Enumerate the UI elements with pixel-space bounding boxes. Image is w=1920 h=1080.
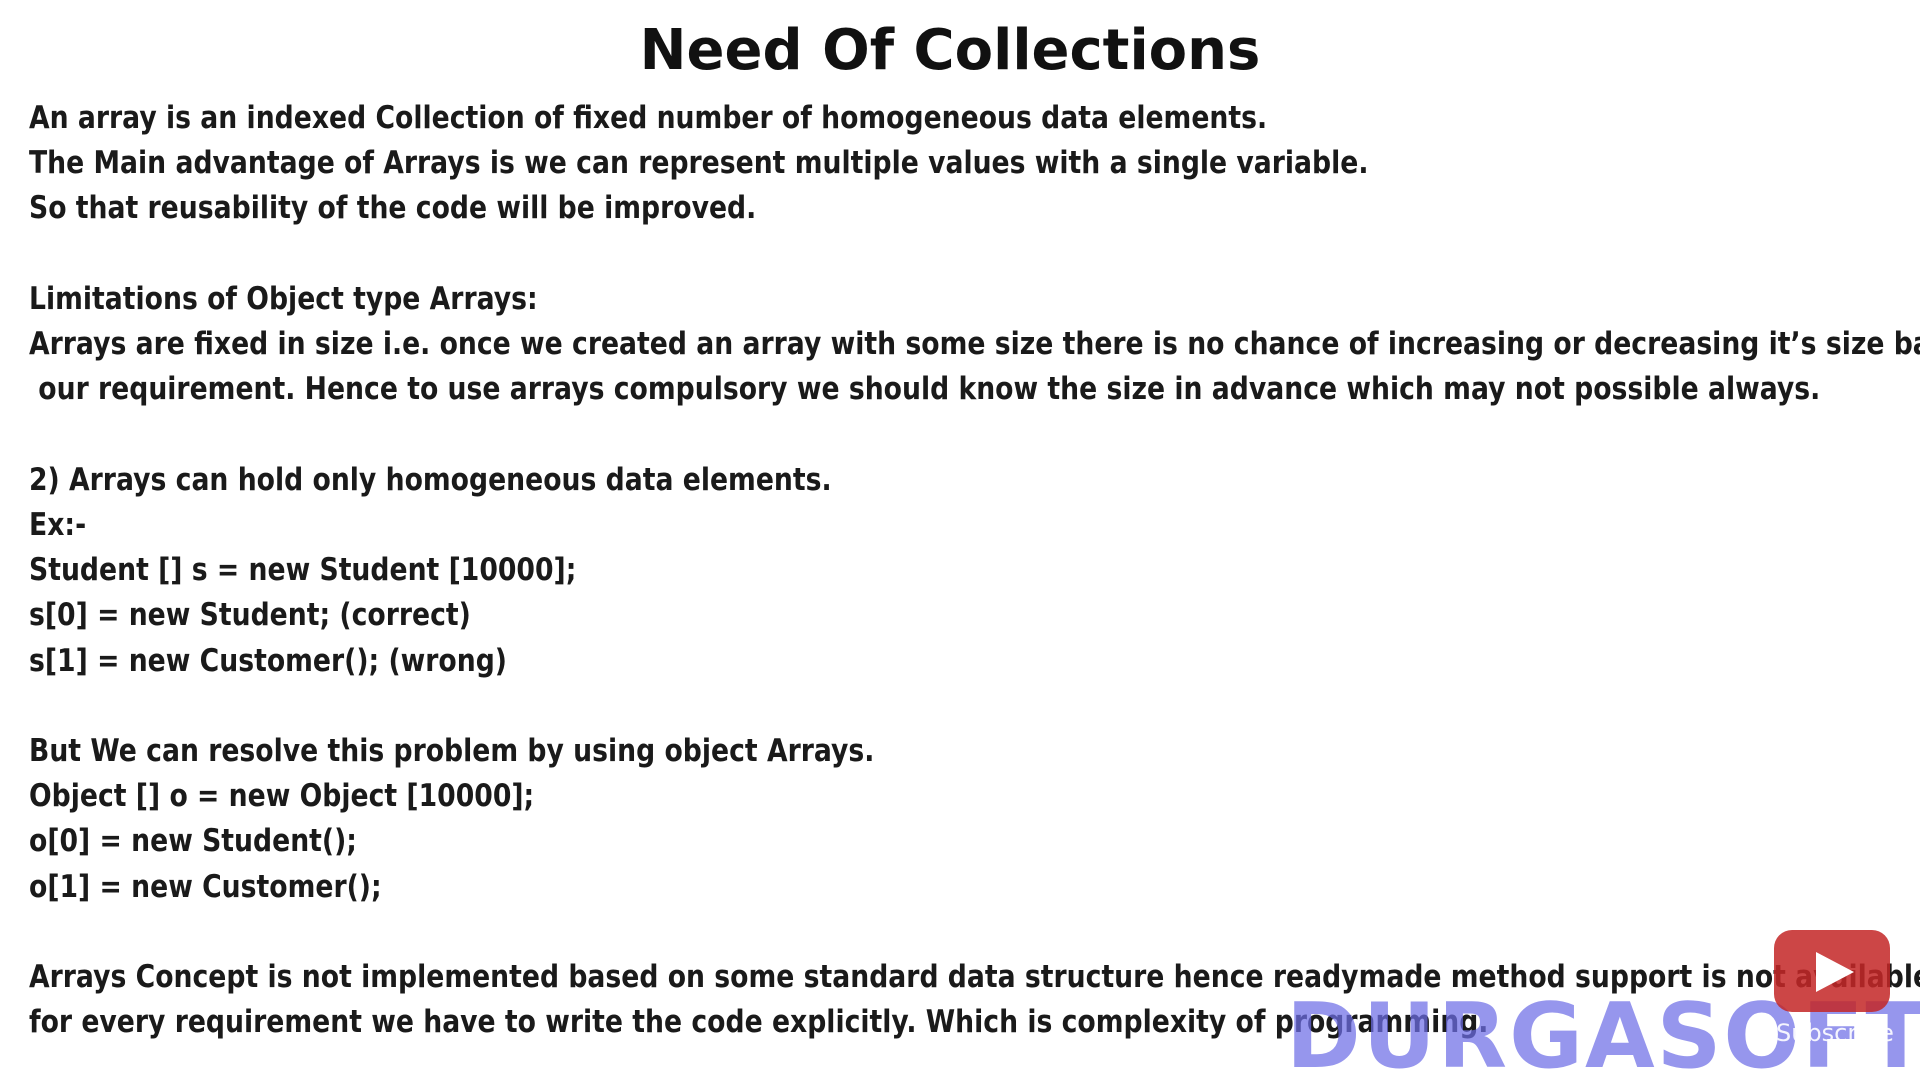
- code-line-object-customer: o[1] = new Customer();: [29, 869, 382, 905]
- subscribe-label[interactable]: Subscribe: [1776, 1019, 1894, 1047]
- text-line-reusability: So that reusability of the code will be …: [29, 190, 757, 226]
- youtube-play-icon: [1816, 952, 1854, 992]
- text-line-fixed-size: Arrays are fixed in size i.e. once we cr…: [29, 326, 1920, 362]
- text-line-no-standard-structure: Arrays Concept is not implemented based …: [29, 959, 1920, 995]
- code-line-object-array: Object [] o = new Object [10000];: [29, 778, 535, 814]
- slide-title: Need Of Collections: [639, 18, 1261, 83]
- text-line-fixed-size-cont: our requirement. Hence to use arrays com…: [29, 371, 1821, 407]
- code-line-student-correct: s[0] = new Student; (correct): [29, 597, 471, 633]
- youtube-subscribe-button[interactable]: [1774, 930, 1890, 1012]
- code-line-student-array: Student [] s = new Student [10000];: [29, 552, 577, 588]
- text-line-limitations-heading: Limitations of Object type Arrays:: [29, 281, 538, 317]
- text-line-array-definition: An array is an indexed Collection of fix…: [29, 100, 1268, 136]
- text-line-array-advantage: The Main advantage of Arrays is we can r…: [29, 145, 1369, 181]
- code-line-customer-wrong: s[1] = new Customer(); (wrong): [29, 643, 507, 679]
- text-line-object-arrays: But We can resolve this problem by using…: [29, 733, 875, 769]
- text-line-homogeneous: 2) Arrays can hold only homogeneous data…: [29, 462, 832, 498]
- text-line-example-label: Ex:-: [29, 507, 87, 543]
- text-line-complexity: for every requirement we have to write t…: [29, 1004, 1489, 1040]
- code-line-object-student: o[0] = new Student();: [29, 823, 357, 859]
